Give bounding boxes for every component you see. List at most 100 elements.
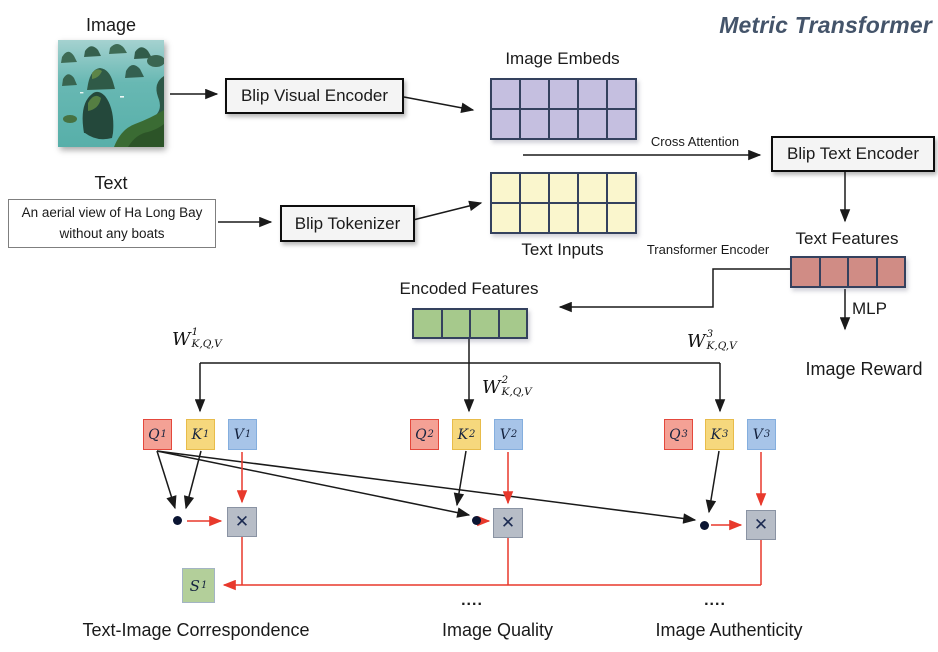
weight-2-base: W [482, 377, 501, 398]
grid-cell [578, 173, 607, 203]
grid-cell [607, 203, 636, 233]
grid-cell [413, 309, 442, 338]
q2-letter: Q [415, 426, 427, 443]
v3-letter: V [752, 426, 763, 443]
q3-letter: Q [669, 426, 681, 443]
grid-cell [791, 257, 820, 287]
grid-cell [549, 109, 578, 139]
image-embeds-grid [490, 78, 637, 140]
output-image-authenticity: Image Authenticity [655, 620, 803, 640]
grid-cell [848, 257, 877, 287]
weight-2-sub: K,Q,V [501, 385, 532, 398]
grid-cell [549, 173, 578, 203]
grid-cell [520, 109, 549, 139]
multiply-box-1: ✕ [227, 507, 257, 537]
weight-3-sub: K,Q,V [706, 339, 737, 352]
arrow-visual-encoder-to-embeds [403, 96, 475, 113]
image-input-label: Image [85, 15, 137, 35]
dot-product-2 [472, 516, 481, 525]
multiply-box-3: ✕ [746, 510, 776, 540]
ellipsis-branch3: .... [704, 592, 726, 609]
weight-3-sup: 3 [706, 328, 714, 340]
karst-islands [61, 44, 164, 147]
output-text-image-correspondence: Text-Image Correspondence [82, 620, 310, 640]
blip-tokenizer-box: Blip Tokenizer [280, 205, 415, 242]
encoded-features-label: Encoded Features [399, 279, 539, 298]
grid-cell [470, 309, 499, 338]
weight-1-base: W [172, 329, 191, 350]
image-embeds-label: Image Embeds [505, 49, 620, 68]
score-letter: S [189, 576, 200, 595]
text-inputs-grid [490, 172, 637, 234]
weight-3-base: W [687, 331, 706, 352]
arrow-k2-to-dot2 [453, 450, 467, 507]
arrow-q1-to-dot1 [156, 450, 177, 510]
grid-cell [819, 257, 848, 287]
grid-cell [520, 79, 549, 109]
grid-cell [498, 309, 527, 338]
k3-letter: K [710, 426, 722, 443]
grid-cell [607, 173, 636, 203]
text-features-row [790, 256, 906, 288]
text-input-label: Text [94, 173, 128, 193]
output-image-quality: Image Quality [441, 620, 554, 640]
encoded-features-row [412, 308, 528, 339]
multiply-box-2: ✕ [493, 508, 523, 538]
text-inputs-label: Text Inputs [521, 240, 604, 259]
grid-cell [578, 109, 607, 139]
grid-cell [607, 79, 636, 109]
dot-product-3 [700, 521, 709, 530]
caption-line-1: An aerial view of Ha Long Bay [21, 205, 203, 221]
image-reward-label: Image Reward [805, 359, 923, 379]
arrow-k3-to-dot3 [705, 450, 720, 514]
k1-letter: K [191, 426, 203, 443]
cross-attention-label: Cross Attention [650, 134, 740, 149]
page-title: Metric Transformer [719, 12, 932, 38]
ellipsis-branch2: .... [461, 592, 483, 609]
mlp-label: MLP [852, 299, 887, 318]
caption-box: An aerial view of Ha Long Bay without an… [8, 199, 216, 248]
grid-cell [520, 173, 549, 203]
k2-letter: K [457, 426, 469, 443]
black-arrows [156, 88, 851, 524]
text-features-label: Text Features [795, 229, 899, 248]
blip-text-encoder-box: Blip Text Encoder [771, 136, 935, 172]
grid-cell [607, 109, 636, 139]
blip-visual-encoder-box: Blip Visual Encoder [225, 78, 404, 114]
dot-product-1 [173, 516, 182, 525]
arrow-tokenizer-to-text-inputs [412, 200, 483, 221]
weight-2-sup: 2 [501, 374, 509, 386]
weight-1-sub: K,Q,V [191, 337, 222, 350]
arrow-k1-to-dot1 [183, 450, 202, 510]
grid-cell [520, 203, 549, 233]
grid-cell [578, 203, 607, 233]
score-collector-drops [241, 537, 762, 585]
grid-cell [491, 173, 520, 203]
v2-letter: V [499, 426, 510, 443]
arrow-q1-to-dot2 [156, 450, 471, 518]
grid-cell [491, 109, 520, 139]
grid-cell [876, 257, 905, 287]
split-bus [200, 337, 720, 364]
grid-cell [491, 203, 520, 233]
grid-cell [549, 79, 578, 109]
halong-bay-photo [58, 40, 164, 147]
grid-cell [549, 203, 578, 233]
v1-letter: V [233, 426, 244, 443]
caption-line-2: without any boats [59, 225, 165, 241]
q1-letter: Q [148, 426, 160, 443]
grid-cell [441, 309, 470, 338]
